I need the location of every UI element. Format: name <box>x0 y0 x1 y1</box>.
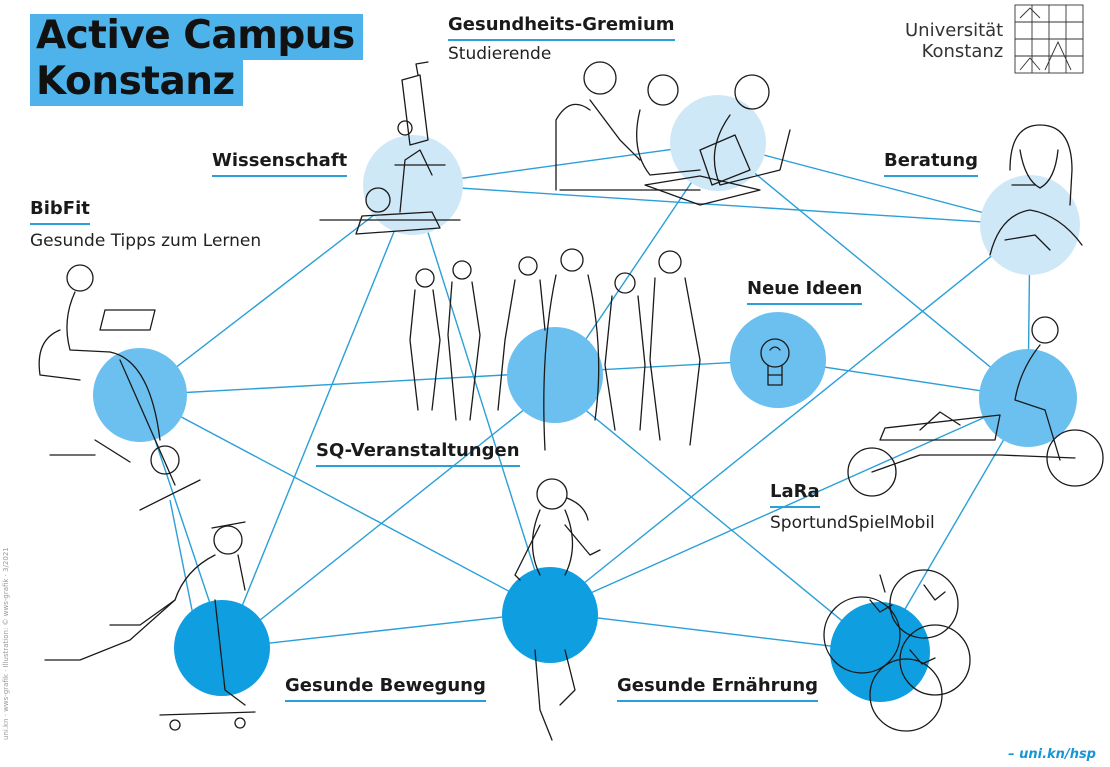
university-logo-icon <box>1014 4 1084 74</box>
label-neue-ideen: Neue Ideen <box>747 278 863 305</box>
label-gremium-sub: Studierende <box>448 44 552 64</box>
cargo-bike-icon <box>847 316 1104 497</box>
node-lara <box>979 349 1077 447</box>
label-gremium: Gesundheits-Gremium <box>448 14 675 41</box>
university-name: Universität Konstanz <box>905 20 1003 62</box>
light-bulb-icon <box>760 338 790 386</box>
label-bibfit: BibFit <box>30 198 90 225</box>
jogger-icon <box>514 478 601 741</box>
node-sq <box>507 327 603 423</box>
node-bibfit <box>93 348 187 442</box>
node-wissenschaft <box>363 135 463 235</box>
label-beratung: Beratung <box>884 150 979 177</box>
exercise-bike-icon <box>38 264 201 511</box>
microscope-icon <box>319 61 461 235</box>
node-beratung <box>980 175 1080 275</box>
tomatoes-icon <box>823 569 971 732</box>
study-group-icon <box>555 61 791 206</box>
network-lines <box>139 142 1031 653</box>
consultant-headset-icon <box>989 124 1083 256</box>
label-bewegung: Gesunde Bewegung <box>285 675 486 702</box>
node-bewegung <box>174 600 270 696</box>
footer-credit: uni.kn · wws-grafik · Illustration: © ww… <box>2 547 10 740</box>
university-name-line-1: Universität <box>905 20 1004 41</box>
node-gremium <box>670 95 766 191</box>
label-sq: SQ-Veranstaltungen <box>316 440 520 467</box>
label-bibfit-sub: Gesunde Tipps zum Lernen <box>30 231 262 251</box>
node-jogger <box>502 567 598 663</box>
skateboarder-icon <box>44 521 256 731</box>
university-name-line-2: Konstanz <box>921 41 1004 62</box>
node-neue-ideen <box>730 312 826 408</box>
nodes <box>93 95 1080 702</box>
node-ernaehrung <box>830 602 930 702</box>
label-lara-sub: SportundSpielMobil <box>770 513 935 533</box>
label-wissenschaft: Wissenschaft <box>212 150 348 177</box>
label-lara: LaRa <box>770 481 820 508</box>
title-line-1: Active Campus <box>30 14 363 60</box>
footer-url-link[interactable]: – uni.kn/hsp <box>1008 747 1096 762</box>
label-ernaehrung: Gesunde Ernährung <box>617 675 819 702</box>
students-group-icon <box>409 248 701 451</box>
title-block: Active Campus Konstanz <box>30 14 363 106</box>
title-line-2: Konstanz <box>30 60 243 106</box>
